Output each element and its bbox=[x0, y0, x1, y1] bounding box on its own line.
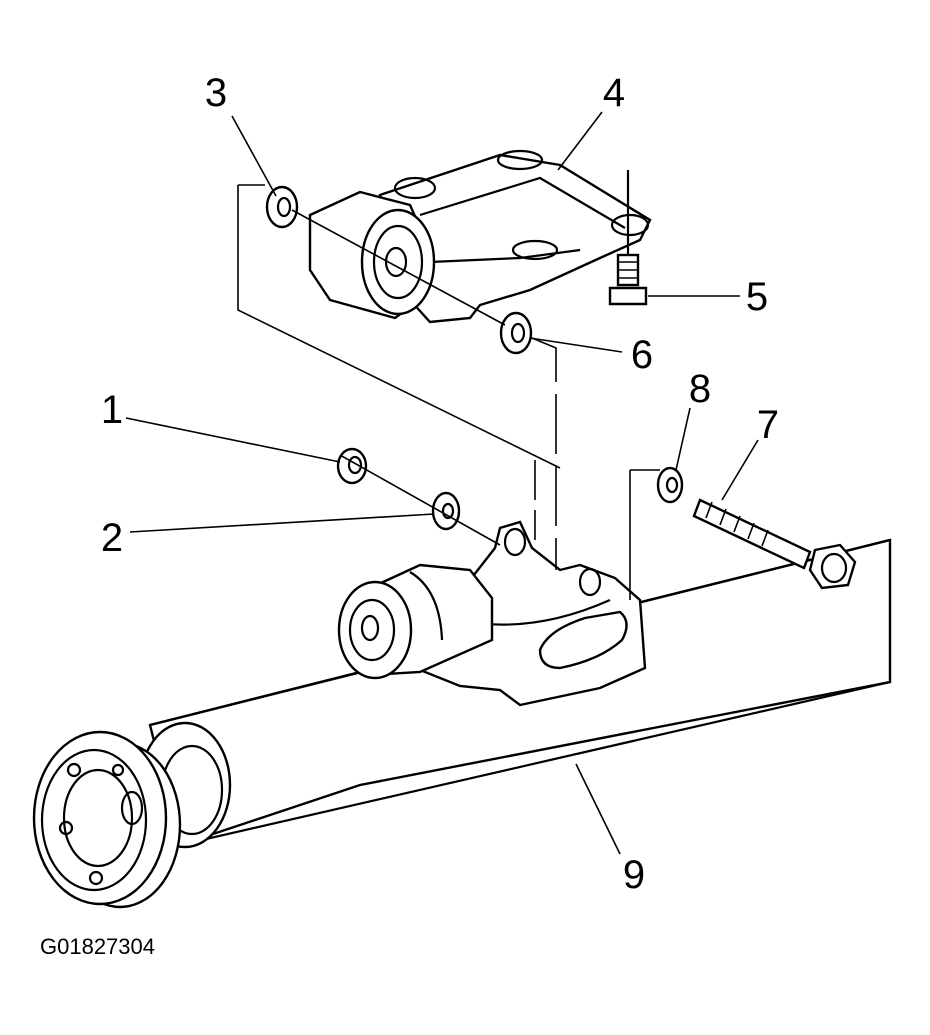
nut-1 bbox=[336, 447, 368, 485]
bolt-7 bbox=[692, 498, 857, 590]
callout-5: 5 bbox=[746, 275, 768, 319]
callout-4: 4 bbox=[603, 71, 625, 115]
callout-7: 7 bbox=[757, 403, 779, 447]
bolt-5 bbox=[608, 170, 648, 306]
lower-bracket bbox=[337, 520, 647, 707]
washer-6 bbox=[499, 311, 533, 355]
assembly-lines bbox=[237, 184, 660, 600]
upper-mount-bracket bbox=[308, 149, 652, 324]
callout-2: 2 bbox=[101, 516, 123, 560]
callout-9: 9 bbox=[623, 853, 645, 897]
shaft-flange bbox=[32, 730, 182, 909]
leader-lines bbox=[125, 111, 759, 855]
figure-id: G01827304 bbox=[40, 934, 155, 959]
callout-8: 8 bbox=[689, 367, 711, 411]
washer-3 bbox=[265, 185, 299, 229]
callout-3: 3 bbox=[205, 71, 227, 115]
washer-8 bbox=[656, 466, 684, 504]
callout-6: 6 bbox=[631, 333, 653, 377]
washer-2 bbox=[431, 491, 461, 531]
callout-1: 1 bbox=[101, 388, 123, 432]
